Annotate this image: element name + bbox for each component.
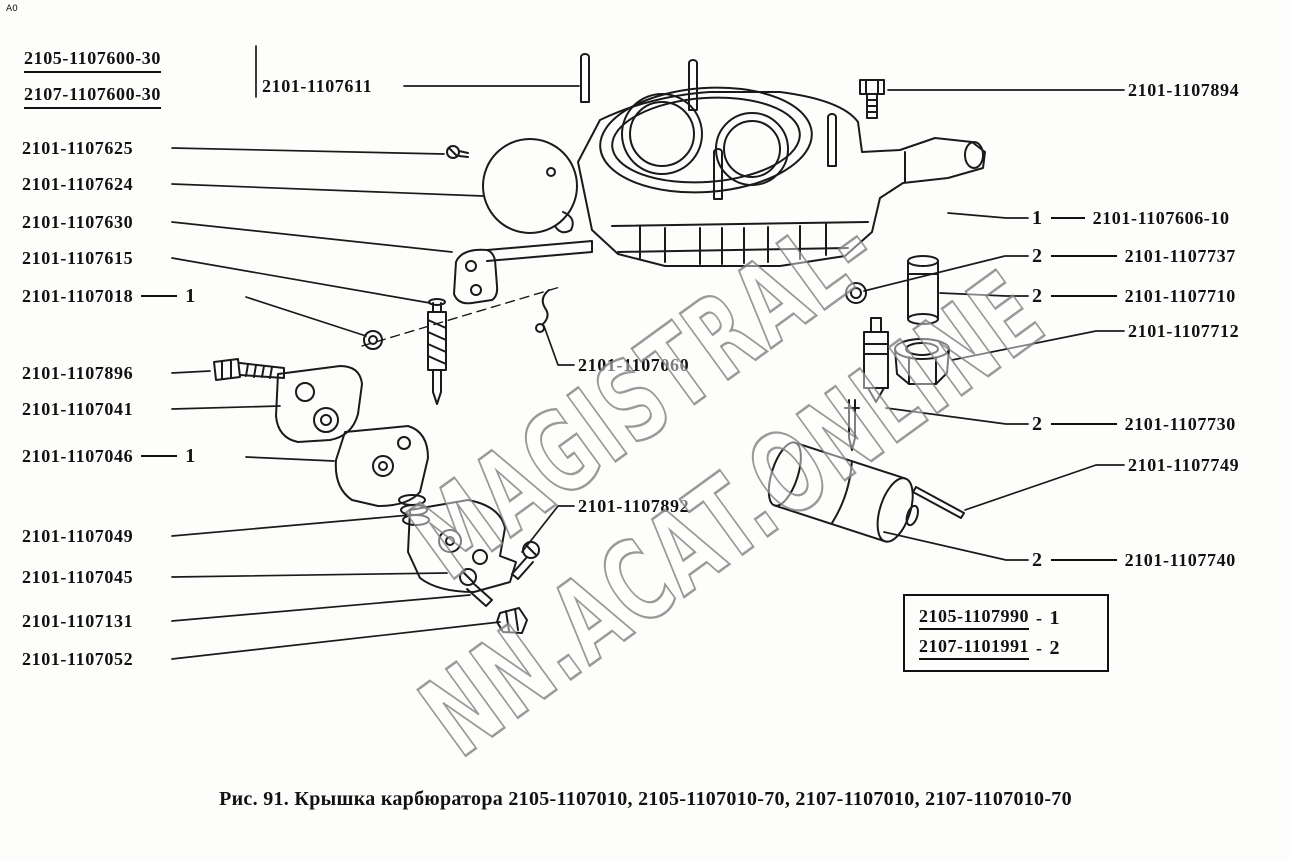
gasket-1107624: [482, 138, 578, 234]
part-number: 2101-1107060: [578, 354, 690, 375]
callout-dash: [1050, 255, 1117, 257]
part-number: 2101-1107611: [262, 75, 373, 96]
part-number: 2101-1107625: [22, 137, 134, 158]
qty-marker: 2: [1032, 412, 1043, 435]
callout-2101-1107740: 2 2101-1107740: [1032, 548, 1236, 571]
corner-mark: А0: [6, 4, 18, 14]
washer-1107737: [845, 282, 867, 304]
legend-dash: -: [1036, 607, 1043, 628]
legend-box: 2105-1107990 - 1 2107-1101991 - 2: [903, 594, 1109, 672]
figure-caption: Рис. 91. Крышка карбюратора 2105-1107010…: [219, 788, 1072, 810]
callout-2101-1107611: 2101-1107611: [262, 76, 372, 96]
part-number: 2101-1107894: [1128, 79, 1240, 100]
callout-2101-1107615: 2101-1107615: [22, 248, 133, 268]
callout-2101-1107625: 2101-1107625: [22, 138, 133, 158]
part-number: 2101-1107710: [1124, 285, 1236, 306]
diaphragm-1107046: [334, 425, 429, 507]
nut-1107712: [894, 338, 950, 385]
spring-1107049: [398, 494, 430, 526]
carburetor-cover-body: [577, 86, 986, 267]
studs: [580, 53, 837, 200]
screw-1107625: [446, 145, 469, 159]
bracket-1107630: [453, 240, 593, 305]
part-number: 2101-1107712: [1128, 320, 1240, 341]
callout-2101-1107892: 2101-1107892: [578, 496, 689, 516]
part-number: 2101-1107052: [22, 648, 134, 669]
part-number: 2107-1101991: [919, 636, 1030, 660]
callout-2101-1107049: 2101-1107049: [22, 526, 133, 546]
bolt-1107896: [213, 358, 285, 381]
callout-dash: [141, 455, 178, 457]
part-number: 2101-1107630: [22, 211, 134, 232]
part-number: 2101-1107749: [1128, 454, 1240, 475]
callout-dash: [1050, 295, 1117, 297]
link-1107060: [535, 289, 550, 333]
part-number: 2101-1107049: [22, 525, 134, 546]
part-number: 2101-1107606-10: [1092, 207, 1230, 228]
callout-dash: [141, 295, 178, 297]
part-number: 2101-1107740: [1124, 549, 1236, 570]
plug-1107710: [907, 255, 939, 325]
part-number: 2101-1107018: [22, 285, 134, 306]
bolt-1107894: [859, 79, 885, 119]
callout-2101-1107041: 2101-1107041: [22, 399, 133, 419]
callout-2101-1107046: 2101-1107046 1: [22, 444, 196, 467]
callout-2101-1107737: 2 2101-1107737: [1032, 244, 1236, 267]
pump-cover-1107041: [275, 365, 363, 443]
assembly-number-2105: 2105-1107600-30: [24, 48, 161, 73]
callout-2101-1107730: 2 2101-1107730: [1032, 412, 1236, 435]
qty-marker: 1: [185, 284, 196, 307]
part-number: 2101-1107041: [22, 398, 134, 419]
part-number: 2101-1107131: [22, 610, 134, 631]
pump-rod-1107615: [427, 298, 447, 405]
needle-valve-1107730: [844, 317, 889, 451]
qty-marker: 2: [1032, 548, 1043, 571]
part-number: 2101-1107892: [578, 495, 690, 516]
callout-2101-1107131: 2101-1107131: [22, 611, 133, 631]
qty-marker: 2: [1032, 244, 1043, 267]
qty-marker: 2: [1049, 636, 1061, 659]
assembly-number-2107: 2107-1107600-30: [24, 84, 161, 109]
qty-marker: 1: [1049, 606, 1061, 629]
part-number: 2101-1107046: [22, 445, 134, 466]
callout-2101-1107710: 2 2101-1107710: [1032, 284, 1236, 307]
callout-2101-1107894: 2101-1107894: [1128, 80, 1239, 100]
callout-2101-1107052: 2101-1107052: [22, 649, 133, 669]
part-number: 2105-1107990: [919, 606, 1030, 630]
part-number: 2101-1107615: [22, 247, 134, 268]
legend-dash: -: [1036, 637, 1043, 658]
callout-dash: [1050, 423, 1117, 425]
callout-2101-1107630: 2101-1107630: [22, 212, 133, 232]
qty-marker: 1: [1032, 206, 1043, 229]
part-number: 2101-1107737: [1124, 245, 1236, 266]
screw-1107892: [511, 541, 540, 580]
fuel-filter-1107740: [767, 441, 919, 543]
rod-1107749: [912, 486, 965, 519]
plug-1107052: [496, 607, 528, 634]
qty-marker: 1: [185, 444, 196, 467]
leader-lines: [171, 45, 1125, 660]
washer-1107018: [363, 330, 383, 350]
callout-dash: [1050, 559, 1117, 561]
callout-2101-1107624: 2101-1107624: [22, 174, 133, 194]
callout-2101-1107060: 2101-1107060: [578, 355, 689, 375]
part-number: 2101-1107045: [22, 566, 134, 587]
screw-1107131: [459, 568, 493, 607]
legend-row-1: 2105-1107990 - 1: [919, 606, 1093, 630]
callout-2101-1107712: 2101-1107712: [1128, 321, 1239, 341]
part-number: 2101-1107896: [22, 362, 134, 383]
part-number: 2101-1107730: [1124, 413, 1236, 434]
callout-2101-1107896: 2101-1107896: [22, 363, 133, 383]
callout-2101-1107606-10: 1 2101-1107606-10: [1032, 206, 1230, 229]
callout-2101-1107018: 2101-1107018 1: [22, 284, 196, 307]
callout-2101-1107749: 2101-1107749: [1128, 455, 1239, 475]
part-number: 2101-1107624: [22, 173, 134, 194]
callout-dash: [1050, 217, 1085, 219]
callout-2101-1107045: 2101-1107045: [22, 567, 133, 587]
qty-marker: 2: [1032, 284, 1043, 307]
legend-row-2: 2107-1101991 - 2: [919, 636, 1093, 660]
